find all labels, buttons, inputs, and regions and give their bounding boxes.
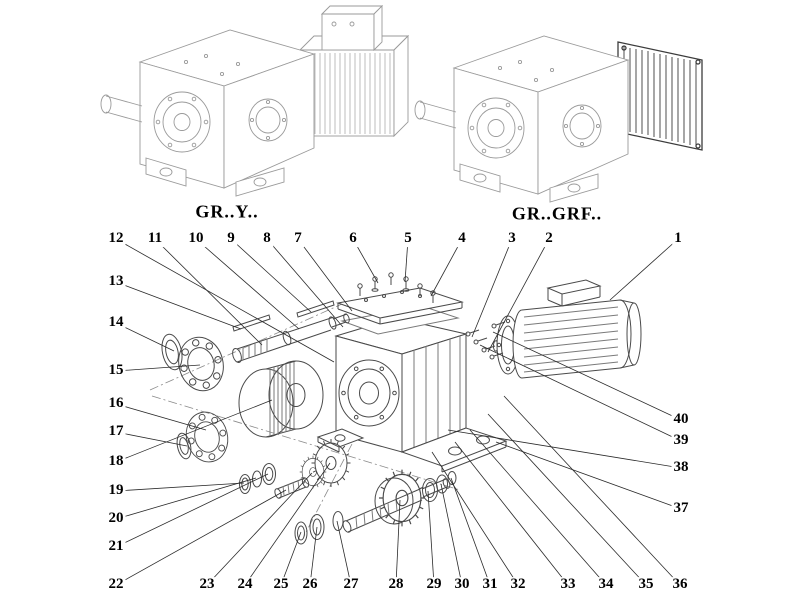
callout-11: 11 [145,230,165,247]
key-short [296,300,335,318]
callout-29: 29 [424,576,444,593]
callout-5: 5 [402,230,414,247]
variant-label-gr-y: GR..Y.. [195,201,259,222]
key-long [232,314,271,332]
seal-ring [161,333,183,371]
callout-13: 13 [106,273,126,290]
callout-16: 16 [106,395,126,412]
gear-intermediate [311,438,351,488]
callout-18: 18 [106,453,126,470]
small-rings-mid [239,463,276,494]
callout-10: 10 [186,230,206,247]
callout-1: 1 [672,230,684,247]
callout-6: 6 [347,230,359,247]
callout-12: 12 [106,230,126,247]
callout-37: 37 [671,500,691,517]
callout-15: 15 [106,362,126,379]
variant-label-gr-grf: GR..GRF.. [511,203,603,224]
callout-21: 21 [106,538,126,555]
callout-34: 34 [596,576,616,593]
callout-14: 14 [106,314,126,331]
gearbox-housing-assembled-2 [414,35,629,203]
callout-24: 24 [235,576,255,593]
bearing-upper [172,331,230,397]
callout-27: 27 [341,576,361,593]
housing-bore [338,359,400,427]
callout-4: 4 [456,230,468,247]
callout-3: 3 [506,230,518,247]
callout-32: 32 [508,576,528,593]
callout-35: 35 [636,576,656,593]
terminal-box [321,13,375,51]
exploded-housing [316,317,508,473]
callout-31: 31 [480,576,500,593]
callout-19: 19 [106,482,126,499]
callout-33: 33 [558,576,578,593]
callout-26: 26 [300,576,320,593]
callout-30: 30 [452,576,472,593]
callout-36: 36 [670,576,690,593]
exploded-view [149,272,642,545]
callout-2: 2 [543,230,555,247]
input-shaft-group [232,300,350,363]
callout-7: 7 [292,230,304,247]
large-gear [238,360,324,438]
machine-drawing-gr-y [100,4,410,197]
exploded-motor [492,279,642,379]
cover-plate [617,41,703,151]
callout-22: 22 [106,576,126,593]
motor-terminal-box [546,279,602,295]
housing-foot-left [316,428,365,448]
callout-40: 40 [671,411,691,428]
callout-39: 39 [671,432,691,449]
output-shaft-group [342,471,457,533]
cover-and-gasket [336,287,464,335]
callout-38: 38 [671,459,691,476]
machine-drawing-gr-grf [414,35,703,203]
callout-17: 17 [106,423,126,440]
gearbox-housing-assembled [100,29,315,197]
callout-25: 25 [271,576,291,593]
callout-23: 23 [197,576,217,593]
callout-8: 8 [261,230,273,247]
callout-28: 28 [386,576,406,593]
callout-20: 20 [106,510,126,527]
small-rings-output [294,511,344,545]
motor-body [298,4,410,138]
callout-9: 9 [225,230,237,247]
washer [176,432,192,460]
gear-output [378,469,426,527]
